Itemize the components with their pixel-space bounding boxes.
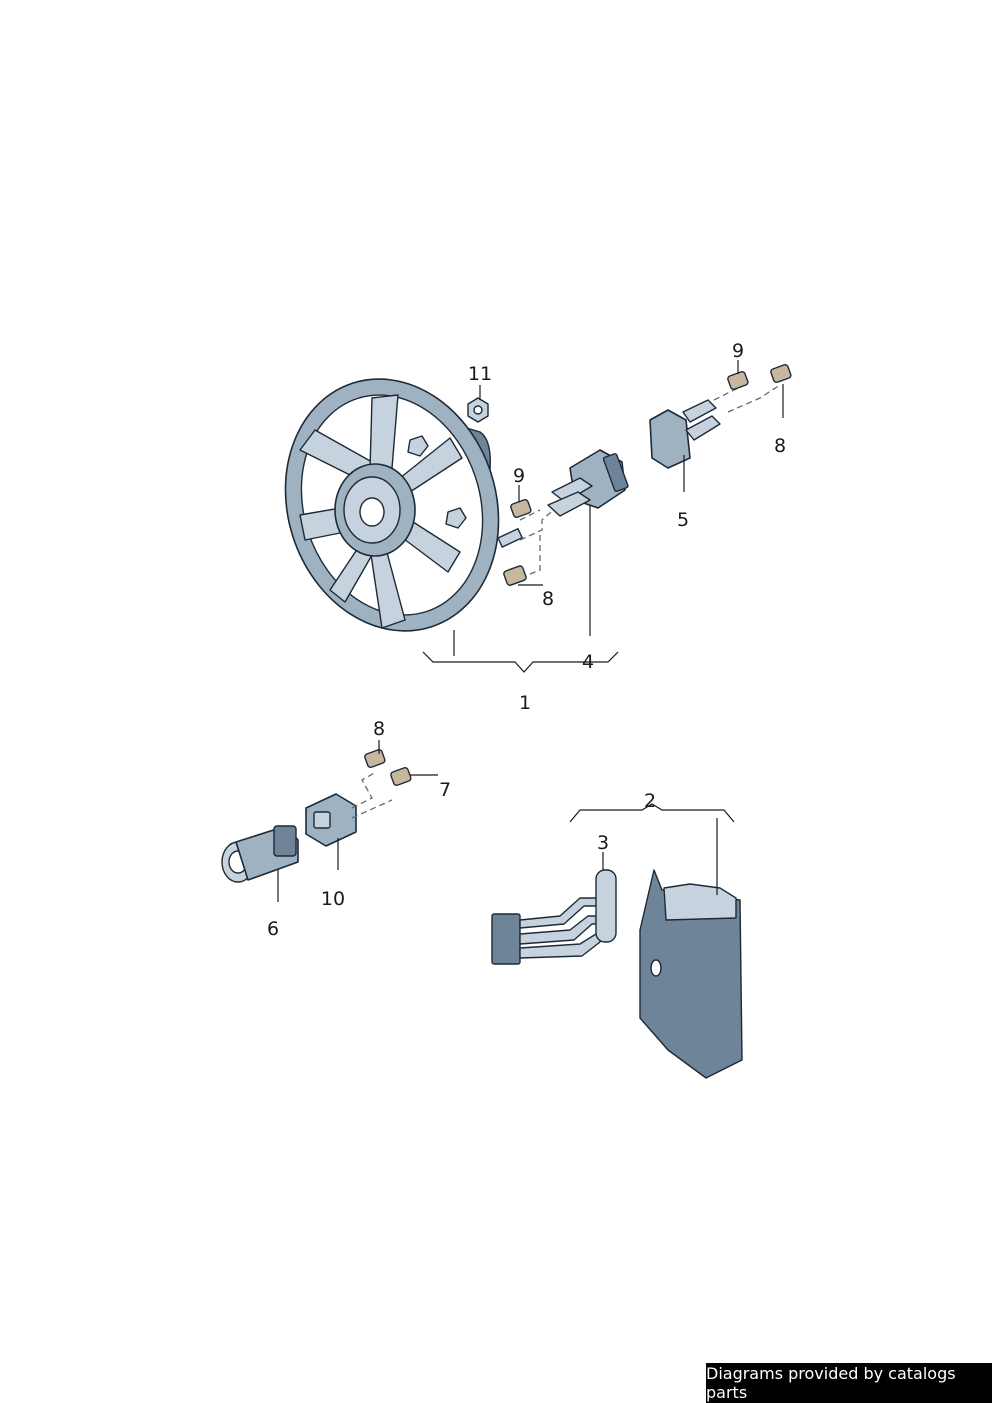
thermo-switch-6[interactable] <box>221 825 299 883</box>
contact-7[interactable] <box>390 766 412 787</box>
nut-11[interactable] <box>467 397 489 423</box>
callout-numbers: 1 2 3 4 5 6 7 8 8 8 9 9 10 11 <box>267 340 786 940</box>
leader-lines <box>277 360 784 902</box>
connector-housing-4[interactable] <box>547 449 629 517</box>
contact-9-a[interactable] <box>510 498 532 519</box>
callout-10: 10 <box>321 888 345 910</box>
contact-9-b[interactable] <box>727 370 749 391</box>
connector-housing-5[interactable] <box>649 399 721 469</box>
control-unit-2[interactable] <box>639 869 743 1079</box>
credit-banner: Diagrams provided by catalogs parts <box>706 1363 992 1403</box>
callout-9-fan: 9 <box>513 465 525 487</box>
callout-6: 6 <box>267 918 279 940</box>
callout-4: 4 <box>582 651 594 673</box>
connector-housing-10[interactable] <box>305 793 357 847</box>
contact-8-b[interactable] <box>770 363 792 384</box>
callout-2: 2 <box>644 790 656 812</box>
contact-8-c[interactable] <box>364 748 386 769</box>
wiring-adapter-3[interactable] <box>491 869 617 965</box>
contact-8-a[interactable] <box>503 565 527 586</box>
callout-8-right: 8 <box>774 435 786 457</box>
credit-text: Diagrams provided by catalogs parts <box>706 1364 956 1402</box>
callout-5: 5 <box>677 509 689 531</box>
callout-1: 1 <box>519 692 531 714</box>
callout-7: 7 <box>439 779 451 801</box>
callout-3: 3 <box>597 832 609 854</box>
callout-9-right: 9 <box>732 340 744 362</box>
callout-8-fan: 8 <box>542 588 554 610</box>
radiator-fan[interactable] <box>254 351 531 659</box>
callout-8-left: 8 <box>373 718 385 740</box>
callout-11: 11 <box>468 363 492 385</box>
